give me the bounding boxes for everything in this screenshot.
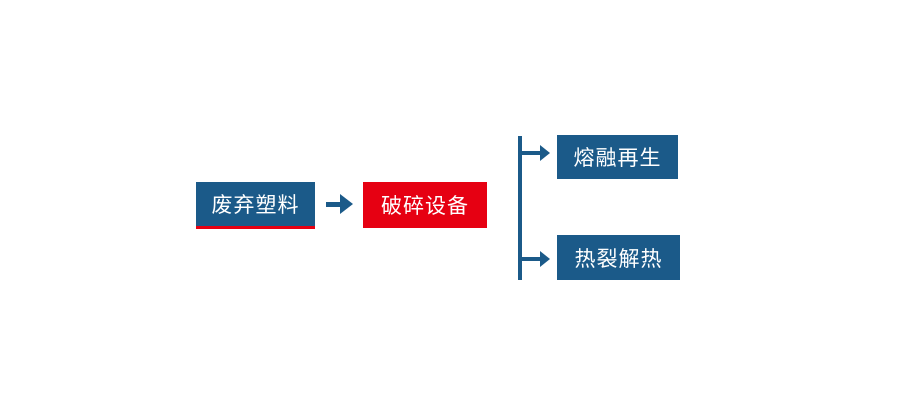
flow-arrow-icon — [326, 194, 353, 214]
node-pyrolysis-heat: 热裂解热 — [557, 235, 680, 280]
node-waste-plastic: 废弃塑料 — [196, 182, 315, 229]
arrow-head — [340, 194, 353, 214]
node-melt-regeneration-label: 熔融再生 — [573, 147, 662, 170]
arrow-tail — [522, 257, 542, 261]
node-crushing-equipment-label: 破碎设备 — [381, 195, 469, 218]
branch-arrow-bottom-icon — [522, 251, 550, 267]
node-waste-plastic-label: 废弃塑料 — [211, 194, 300, 217]
arrow-head — [540, 251, 550, 267]
node-crushing-equipment: 破碎设备 — [363, 182, 487, 228]
branch-arrow-top-icon — [522, 145, 550, 161]
arrow-tail — [326, 202, 343, 207]
branch-connector-line — [518, 136, 522, 280]
arrow-tail — [522, 151, 542, 155]
node-pyrolysis-heat-label: 热裂解热 — [574, 247, 663, 271]
node-melt-regeneration: 熔融再生 — [557, 135, 678, 179]
arrow-head — [540, 145, 550, 161]
